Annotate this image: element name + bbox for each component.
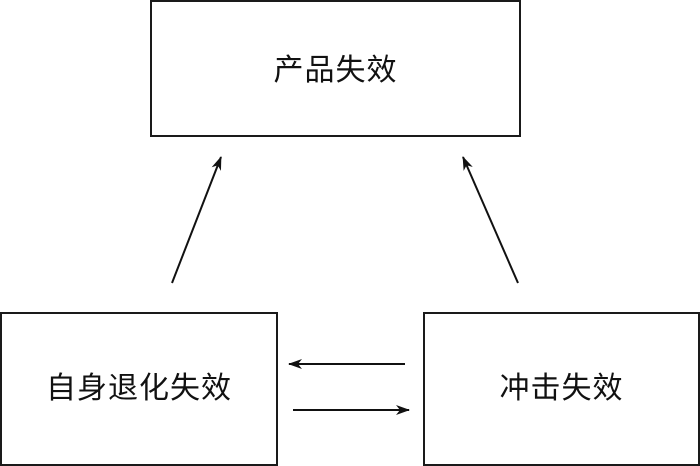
arrow-right-to-top (462, 156, 519, 284)
node-product-failure: 产品失效 (150, 0, 521, 137)
node-shock-failure-label: 冲击失效 (499, 371, 624, 406)
node-product-failure-label: 产品失效 (273, 52, 398, 88)
node-shock-failure: 冲击失效 (423, 312, 700, 466)
arrow-left-to-top (171, 156, 222, 284)
node-self-degradation-failure-label: 自身退化失效 (46, 371, 232, 406)
node-self-degradation-failure: 自身退化失效 (0, 312, 278, 466)
